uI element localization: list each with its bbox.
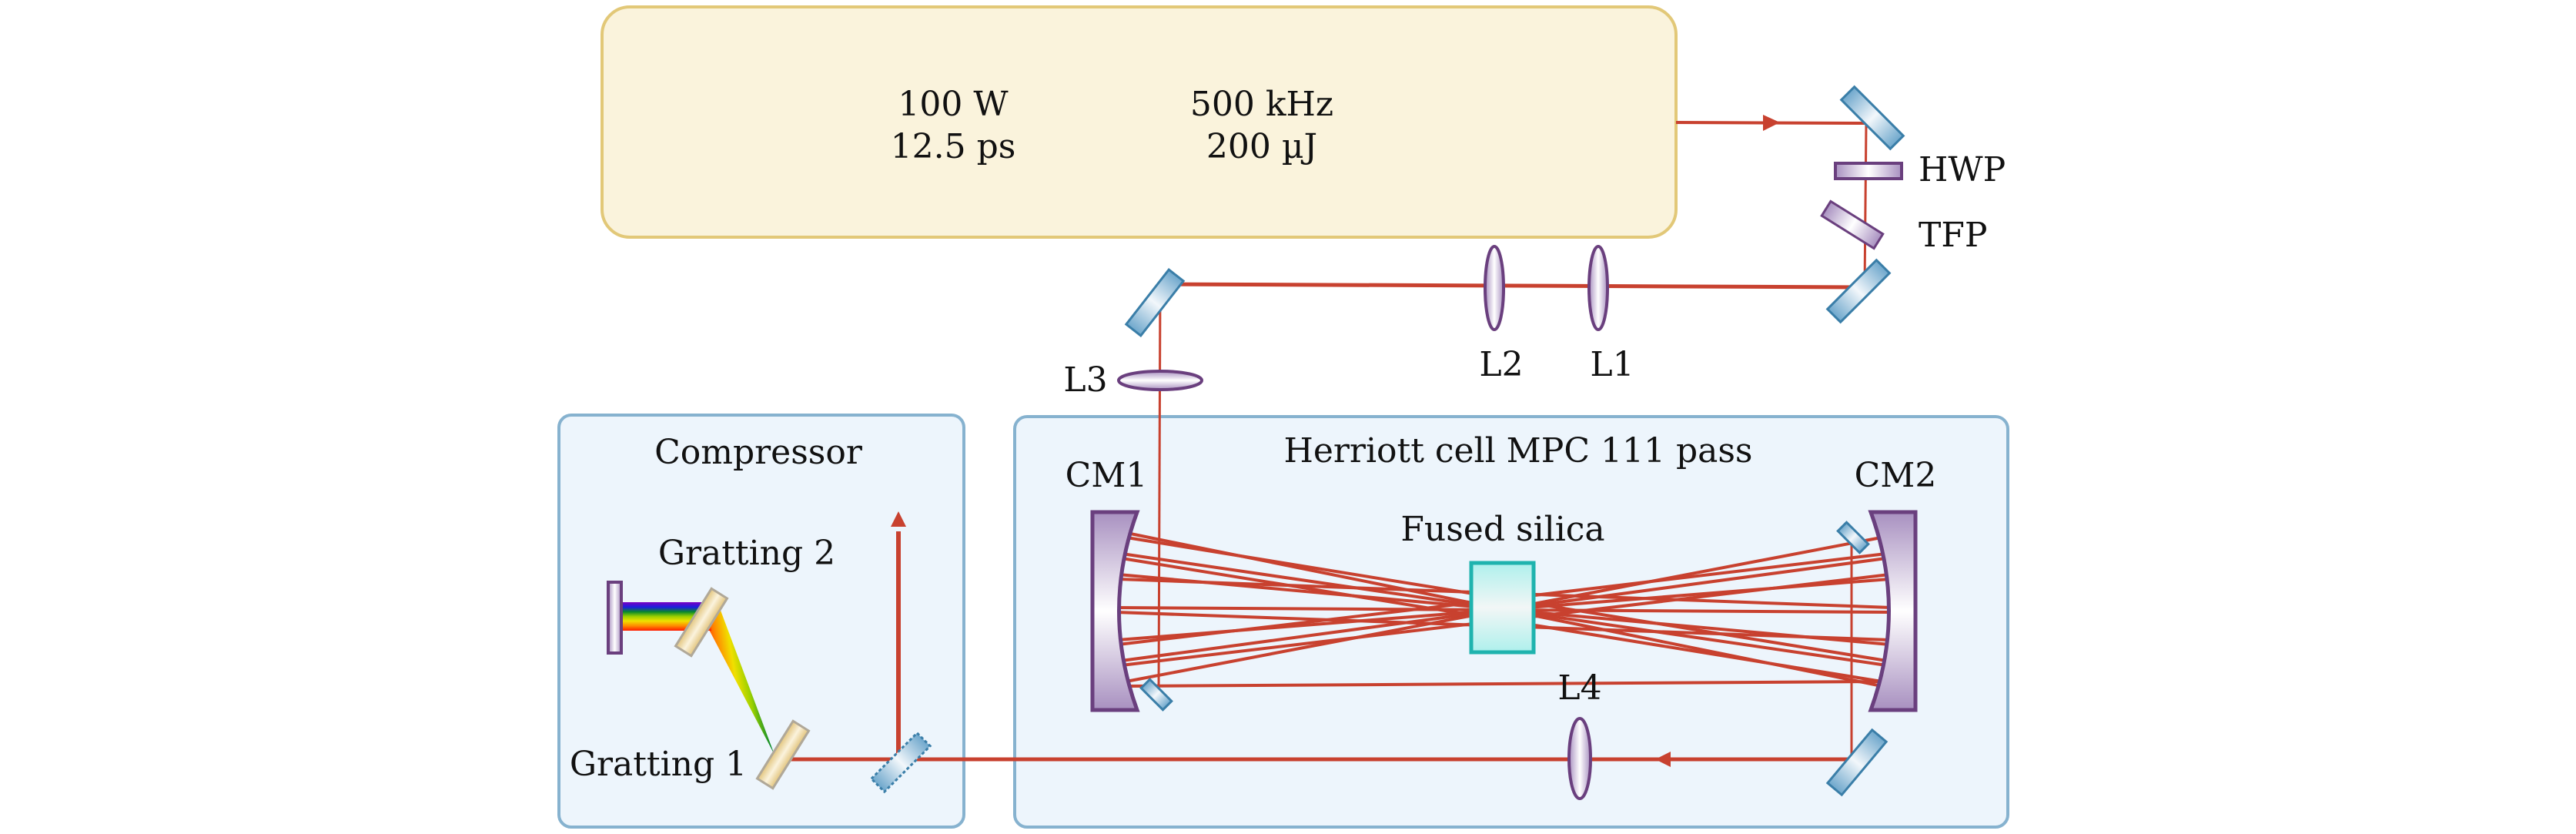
compressor-box (557, 414, 965, 829)
beam-vertical-l3 (1157, 283, 1162, 694)
laser-rep-rate: 500 kHz (1190, 85, 1333, 124)
thin-film-polarizer (1820, 199, 1885, 250)
grating-1-label: Gratting 1 (570, 745, 747, 784)
laser-box (601, 5, 1678, 239)
l3-label: L3 (1063, 360, 1107, 400)
laser-pulse-energy: 200 µJ (1206, 127, 1317, 166)
lens-l3 (1117, 370, 1203, 391)
cm1-label: CM1 (1066, 456, 1148, 495)
pickoff-mirror-cm2 (1836, 521, 1870, 554)
pickoff-mirror-cm1 (1139, 678, 1173, 712)
concave-mirror-cm1 (1090, 510, 1140, 712)
compressor-pickoff-mirror (869, 731, 932, 794)
mirror-m2 (1825, 258, 1892, 324)
fused-silica-crystal (1469, 561, 1536, 655)
laser-source: 100 W 12.5 ps 500 kHz 200 µJ (601, 5, 1678, 239)
arrow-compressor-output (891, 511, 906, 527)
herriott-title: Herriott cell MPC 111 pass (1283, 431, 1752, 471)
compressor-title: Compressor (654, 433, 863, 472)
concave-mirror-cm2 (1868, 510, 1918, 712)
tfp-label: TFP (1919, 216, 1987, 255)
grating-2 (674, 587, 729, 658)
dispersed-beam-diagonal (707, 608, 774, 755)
compressor-panel: Compressor (557, 414, 965, 829)
hwp-label: HWP (1919, 150, 2006, 189)
half-wave-plate (1834, 162, 1903, 180)
beam-vertical-right (1863, 122, 1868, 288)
cm2-label: CM2 (1855, 456, 1937, 495)
compressor-end-mirror (607, 581, 623, 655)
laser-power: 100 W (898, 85, 1009, 124)
arrow-bottom-return (1655, 752, 1671, 767)
l4-label: L4 (1557, 668, 1601, 708)
mirror-m4 (1825, 728, 1889, 797)
l2-label: L2 (1479, 345, 1523, 384)
l1-label: L1 (1590, 345, 1634, 384)
mirror-m1 (1839, 85, 1905, 151)
laser-pulse-duration: 12.5 ps (891, 127, 1016, 166)
grating-2-label: Gratting 2 (658, 534, 835, 573)
arrow-laser-out (1763, 115, 1780, 131)
lens-l1 (1587, 245, 1609, 331)
lens-l4 (1567, 717, 1592, 800)
herriott-beam-pass (1126, 680, 1882, 688)
mirror-m3 (1124, 268, 1186, 337)
lens-l2 (1484, 245, 1505, 331)
grating-1 (755, 719, 811, 790)
fused-silica-label: Fused silica (1400, 510, 1604, 549)
beam-horizontal-return (1159, 282, 1865, 290)
